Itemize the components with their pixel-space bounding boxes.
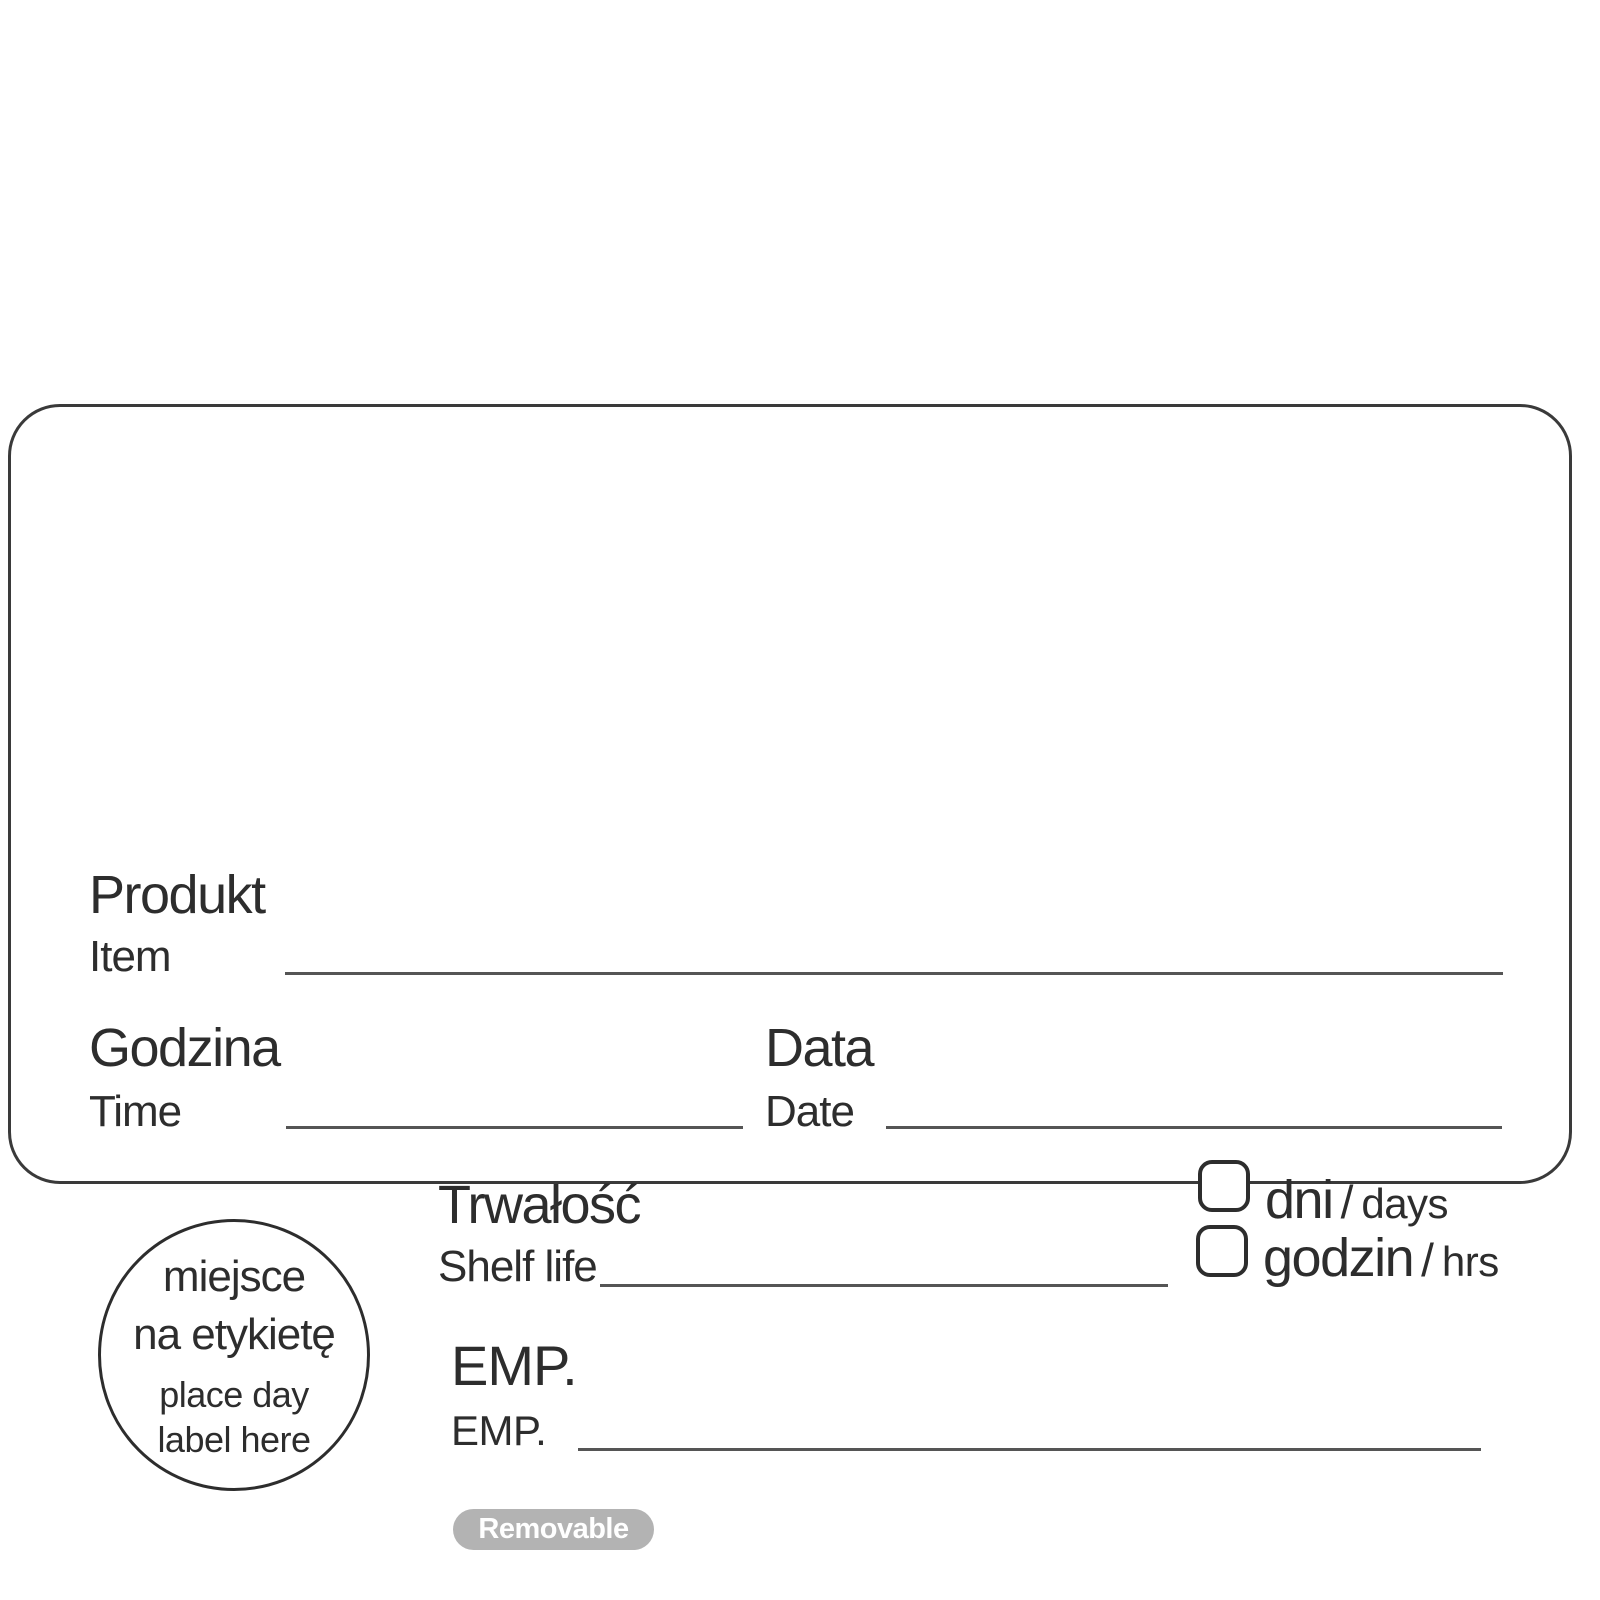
date-label-en: Date	[765, 1087, 855, 1136]
day-circle-text-pl-2: na etykietę	[133, 1310, 336, 1359]
hours-checkbox[interactable]	[1196, 1225, 1248, 1277]
date-label-pl: Data	[765, 1018, 875, 1078]
shelf-life-label-pl: Trwałość	[438, 1175, 642, 1235]
food-rotation-label: Produkt Item Godzina Time Data Date Trwa…	[8, 404, 1572, 1550]
time-label-en: Time	[89, 1087, 182, 1136]
product-label-en: Item	[89, 932, 172, 981]
employee-label-en: EMP.	[451, 1407, 547, 1454]
product-label-pl: Produkt	[89, 865, 266, 925]
removable-badge-text: Removable	[478, 1513, 629, 1545]
day-circle-text-en-1: place day	[159, 1374, 309, 1415]
time-label-pl: Godzina	[89, 1018, 281, 1078]
date-write-line[interactable]	[886, 1126, 1502, 1129]
hours-option-slash: /	[1421, 1234, 1434, 1286]
hours-option-label: godzin/hrs	[1263, 1231, 1499, 1285]
item-write-line[interactable]	[285, 972, 1503, 975]
employee-label-pl: EMP.	[451, 1334, 578, 1397]
day-label-circle[interactable]: miejsce na etykietę place day label here	[98, 1219, 370, 1491]
days-checkbox[interactable]	[1198, 1160, 1250, 1212]
hours-option-en: hrs	[1441, 1238, 1499, 1285]
hours-option-pl: godzin	[1263, 1228, 1415, 1288]
days-option-slash: /	[1340, 1176, 1354, 1228]
days-option-en: days	[1361, 1180, 1449, 1227]
employee-write-line[interactable]	[578, 1448, 1481, 1451]
days-option-label: dni/days	[1265, 1170, 1449, 1230]
shelf-life-label-en: Shelf life	[438, 1242, 598, 1291]
shelf-life-write-line[interactable]	[600, 1284, 1168, 1287]
time-write-line[interactable]	[286, 1126, 743, 1129]
day-circle-text-en-2: label here	[157, 1419, 311, 1460]
removable-badge: Removable	[453, 1509, 654, 1550]
days-option-pl: dni	[1265, 1170, 1334, 1230]
day-circle-text-pl-1: miejsce	[162, 1252, 306, 1301]
